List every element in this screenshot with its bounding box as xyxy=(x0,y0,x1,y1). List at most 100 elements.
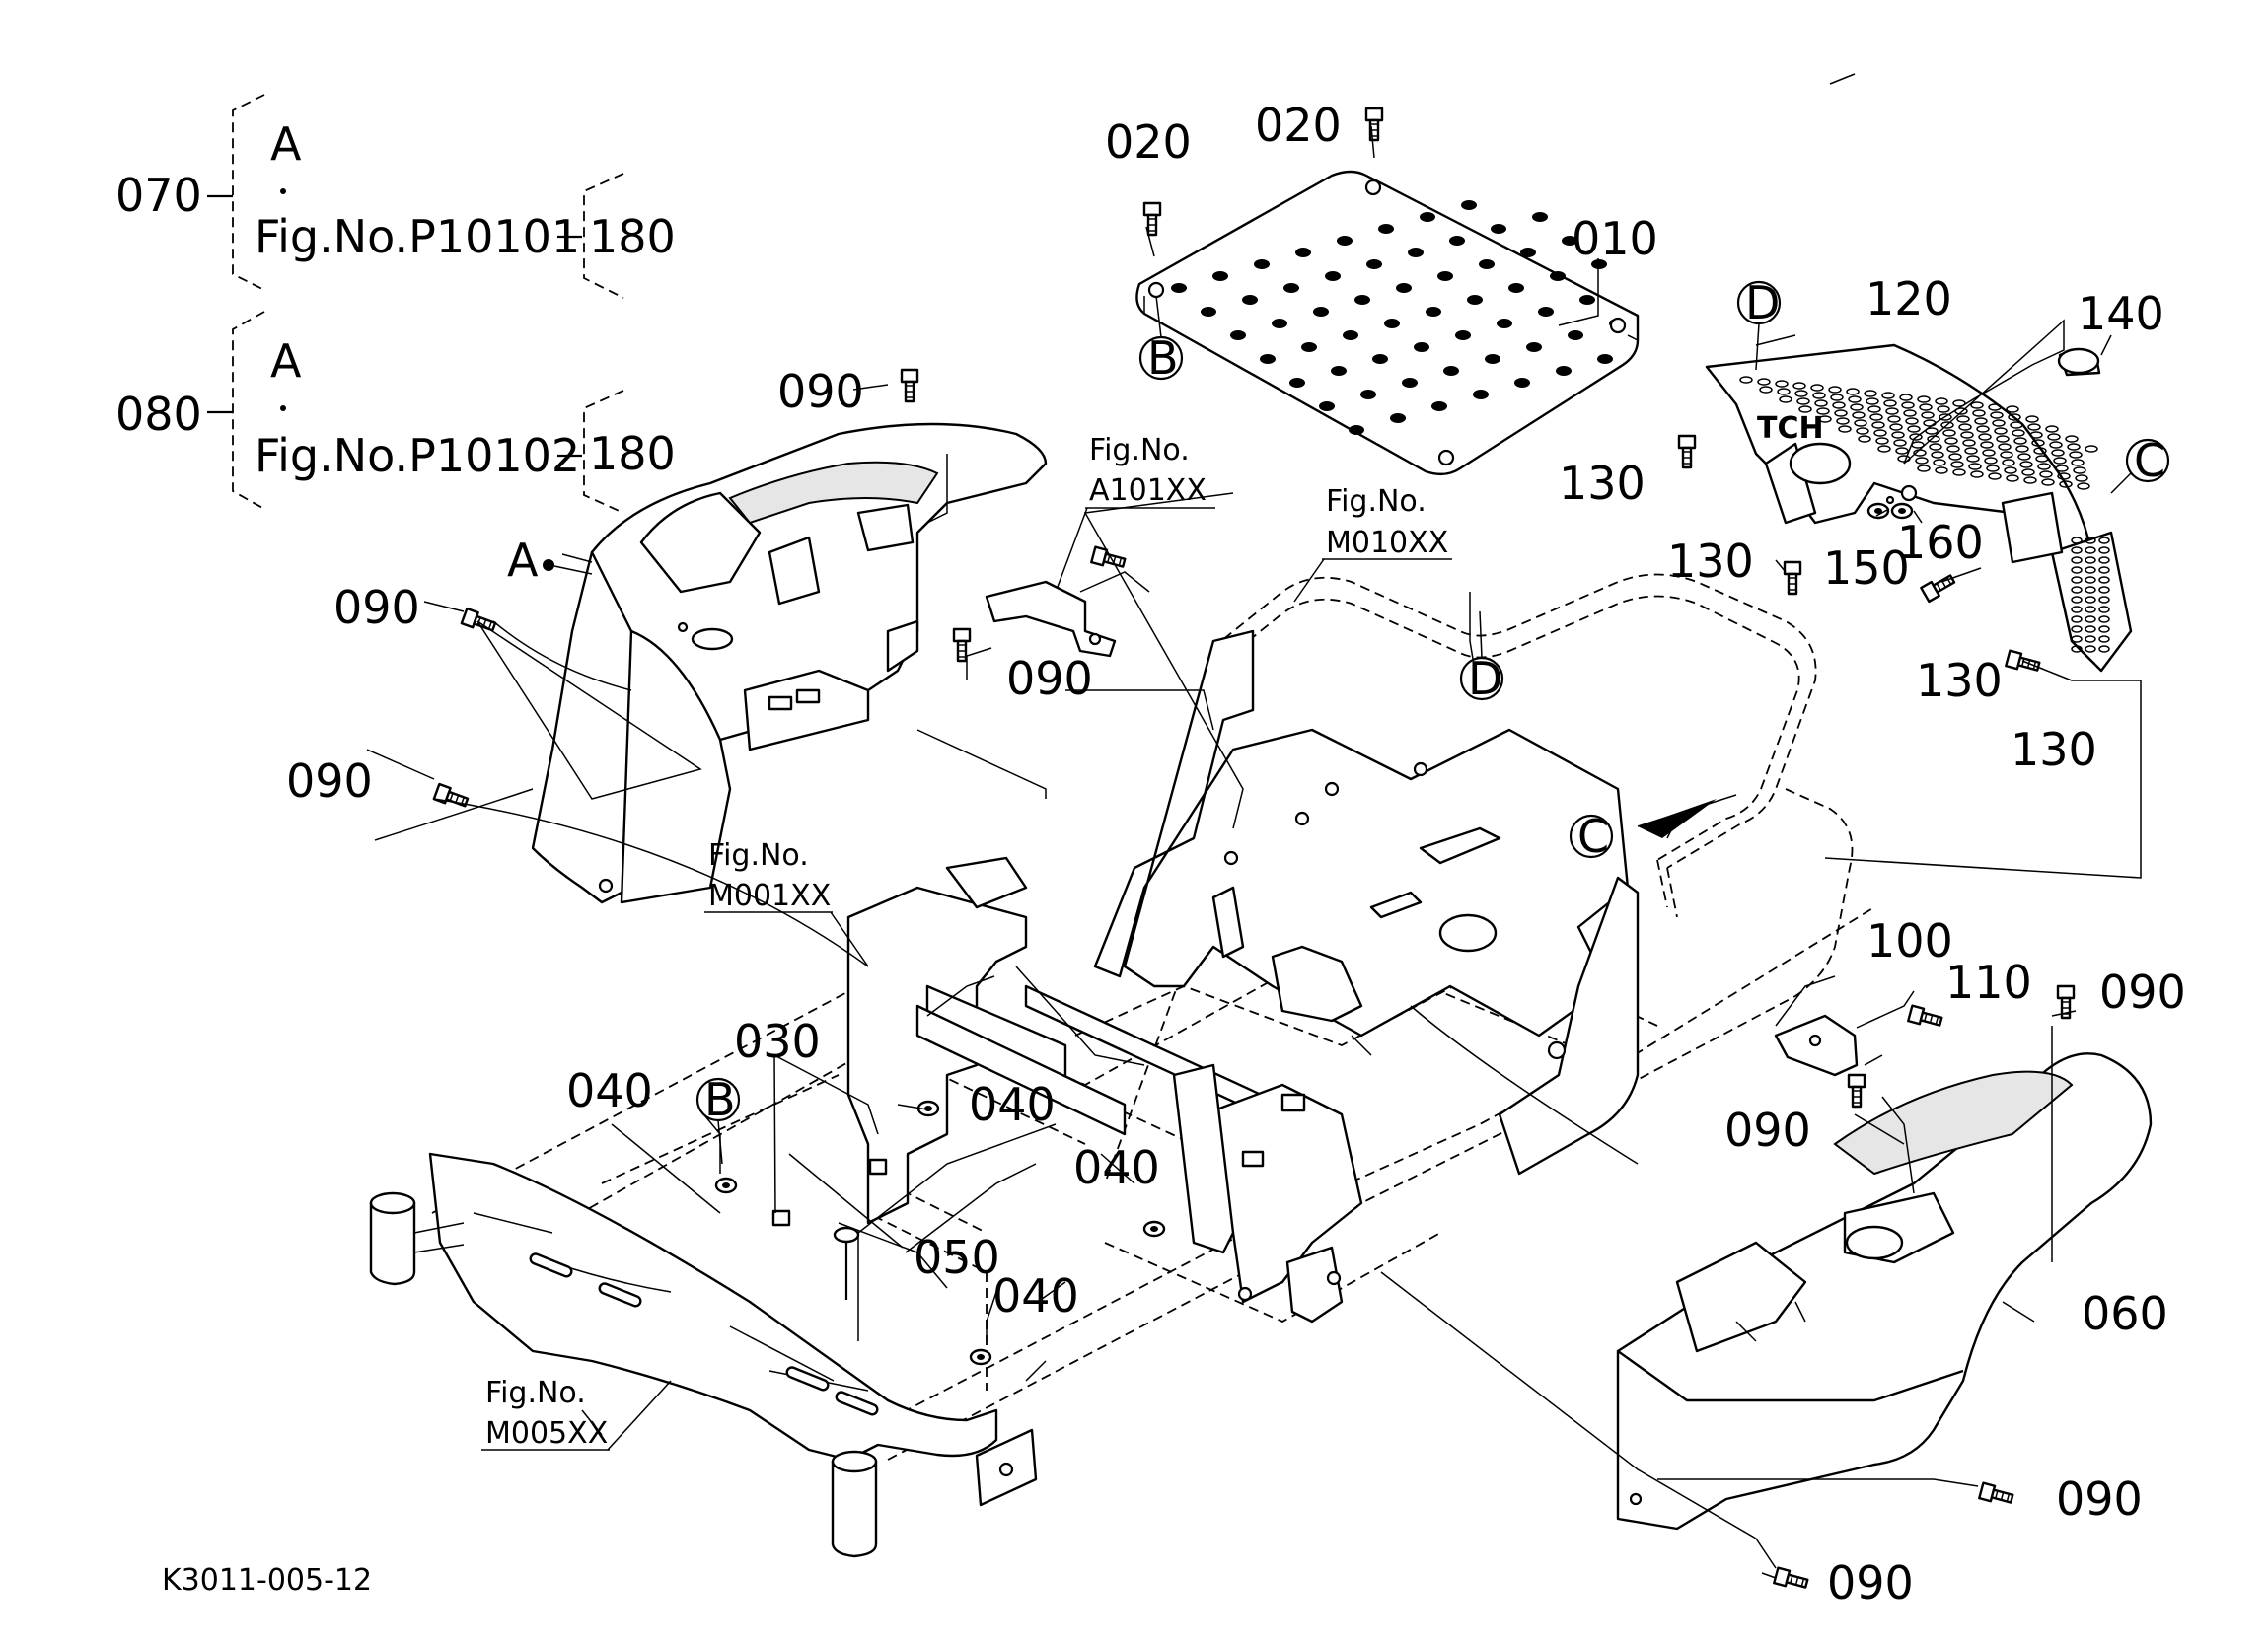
clip-030-b xyxy=(868,1158,888,1176)
mesh-cell xyxy=(1940,421,1954,429)
mesh-cell xyxy=(2098,576,2110,584)
plate-hole xyxy=(1591,259,1607,269)
plate-hole xyxy=(1485,354,1500,364)
plate-hole xyxy=(1467,295,1483,305)
mesh-cell xyxy=(2006,474,2019,482)
mesh-cell xyxy=(1988,472,2002,480)
plate-hole xyxy=(1242,295,1258,305)
washer-040-d xyxy=(969,1348,992,1366)
mesh-cell xyxy=(2006,405,2019,413)
marker-C-cover: C xyxy=(2110,434,2170,494)
mesh-cell xyxy=(2098,556,2110,564)
svg-text:D: D xyxy=(1745,276,1780,329)
callout-090-g: 090 xyxy=(2056,1472,2143,1526)
bracket-100 xyxy=(1774,1014,1859,1077)
plate-hole xyxy=(1508,283,1524,293)
svg-text:A101XX: A101XX xyxy=(1089,473,1207,508)
mesh-cell xyxy=(2098,586,2110,594)
svg-text:C: C xyxy=(1577,810,1609,863)
mesh-cell xyxy=(2051,449,2065,457)
mesh-cell xyxy=(2023,476,2037,484)
plate-hole xyxy=(1556,366,1572,376)
plate-hole xyxy=(1230,330,1246,340)
svg-text:Fig.No.: Fig.No. xyxy=(1326,484,1427,519)
mesh-cell xyxy=(2098,635,2110,643)
mesh-cell xyxy=(2035,455,2049,463)
plate-hole xyxy=(1254,259,1270,269)
bolt-130-c xyxy=(1920,574,1956,604)
plate-hole xyxy=(1366,259,1382,269)
washer-040-c xyxy=(1142,1220,1166,1238)
mesh-cell xyxy=(2071,645,2083,653)
mesh-cell xyxy=(1792,382,1806,390)
mesh-cell xyxy=(2071,635,2083,643)
fig-ref-a101xx: Fig.No. A101XX xyxy=(1057,433,1215,588)
plate-hole xyxy=(1455,330,1471,340)
callout-130-c: 130 xyxy=(1916,654,2003,707)
mesh-cell xyxy=(1852,411,1866,419)
callout-010: 010 xyxy=(1572,212,1658,265)
bolt-020-top xyxy=(1364,107,1384,142)
callout-100: 100 xyxy=(1866,914,1953,967)
callout-090-d: 090 xyxy=(1006,652,1093,705)
legend-070-ref: 070 xyxy=(115,169,202,222)
mesh-cell xyxy=(1982,449,1996,457)
mesh-cell xyxy=(1907,425,1921,433)
mesh-cell xyxy=(1974,417,1988,425)
mesh-cell xyxy=(1970,401,1984,409)
mesh-cell xyxy=(1992,419,2006,427)
legend-070-letter: A xyxy=(270,117,302,171)
plate-hole xyxy=(1384,319,1400,328)
mesh-cell xyxy=(1818,415,1832,423)
mesh-cell xyxy=(1952,399,1966,407)
mesh-cell xyxy=(1905,417,1919,425)
mesh-cell xyxy=(2069,451,2083,459)
bracket-a101 xyxy=(985,580,1117,658)
mesh-cell xyxy=(1836,417,1850,425)
mesh-cell xyxy=(1901,401,1915,409)
callout-130-b: 130 xyxy=(1667,535,1754,588)
plate-hole xyxy=(1360,390,1376,399)
mesh-cell xyxy=(1864,390,1877,397)
svg-text:C: C xyxy=(2134,434,2165,487)
plate-hole xyxy=(1473,390,1489,399)
cover-decal-text: TCH xyxy=(1757,411,1824,446)
mesh-cell xyxy=(2085,596,2096,604)
mesh-cell xyxy=(2085,625,2096,633)
plate-hole xyxy=(1301,342,1317,352)
callout-040-b: 040 xyxy=(969,1078,1056,1131)
rear-cover-120: TCH xyxy=(1705,343,2133,673)
plate-hole xyxy=(1402,378,1418,388)
leader-lines xyxy=(366,73,2142,1579)
mesh-cell xyxy=(1919,403,1933,411)
callouts: 010 020 020 030 040 040 040 040 050 060 … xyxy=(286,99,2186,1610)
mesh-cell xyxy=(1848,395,1862,403)
right-fender-060 xyxy=(1616,1052,2153,1531)
mesh-cell xyxy=(1948,453,1962,461)
mesh-cell xyxy=(2010,421,2023,429)
plate-hole xyxy=(1212,271,1228,281)
mesh-cell xyxy=(1996,435,2010,443)
plate-hole xyxy=(1272,319,1287,328)
mesh-cell xyxy=(1834,409,1848,417)
pin-050-head xyxy=(833,1226,860,1244)
mesh-cell xyxy=(2057,472,2071,480)
mesh-cell xyxy=(2098,596,2110,604)
mesh-cell xyxy=(1779,395,1792,403)
mesh-cell xyxy=(2085,615,2096,623)
callout-040-d: 040 xyxy=(992,1269,1079,1323)
mesh-cell xyxy=(1994,427,2008,435)
mesh-cell xyxy=(1854,419,1867,427)
mesh-cell xyxy=(2029,431,2043,439)
mesh-cell xyxy=(1986,465,2000,472)
plate-hole xyxy=(1337,236,1353,246)
mesh-cell xyxy=(1966,455,1980,463)
mesh-cell xyxy=(2039,470,2053,478)
mesh-cell xyxy=(1867,405,1881,413)
legend-080-letter: A xyxy=(270,334,302,388)
plate-hole xyxy=(1568,330,1583,340)
mesh-cell xyxy=(2077,482,2090,490)
bolt-130-b xyxy=(1783,560,1802,596)
legend-070-bracket: 180 xyxy=(589,210,676,263)
